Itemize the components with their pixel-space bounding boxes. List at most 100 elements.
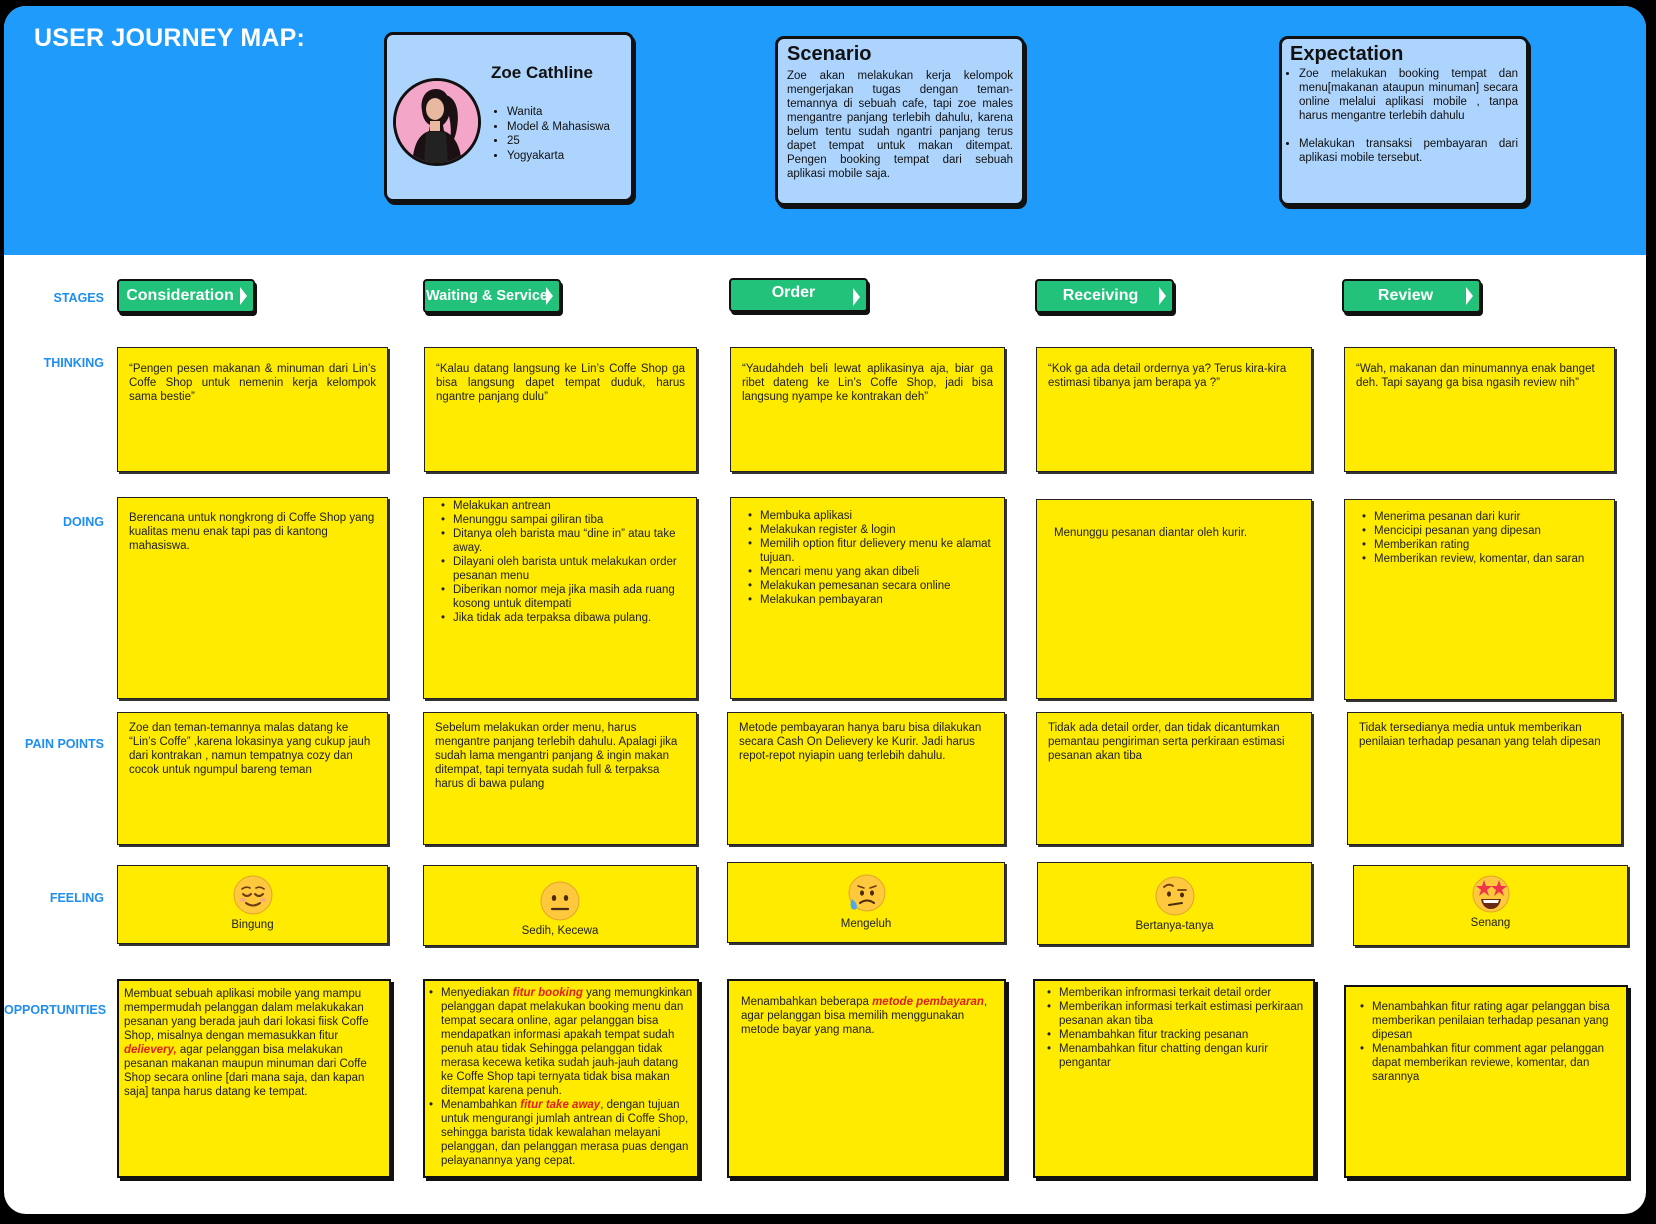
feeling-label: Bingung: [231, 919, 274, 931]
journey-map-canvas: USER JOURNEY MAP: Zoe Cathline Wanita Mo…: [4, 6, 1646, 1214]
feeling-label: Sedih, Kecewa: [521, 925, 599, 937]
row-label-pain-points: PAIN POINTS: [25, 737, 104, 751]
stage-receiving: Receiving: [1035, 279, 1174, 313]
opportunity-text: , agar pelanggan bisa memilih menggunaka…: [741, 996, 988, 1036]
chevron-right-icon: [546, 287, 553, 305]
list-item: Mencicipi pesanan yang dipesan: [1362, 524, 1603, 538]
pain-card-order: Metode pembayaran hanya baru bisa dilaku…: [727, 712, 1005, 845]
persona-details: Wanita Model & Mahasiswa 25 Yogyakarta: [493, 105, 610, 163]
thinking-card-review: “Wah, makanan dan minumannya enak banget…: [1344, 347, 1615, 472]
opportunity-card-order: Menambahkan beberapa metode pembayaran, …: [727, 979, 1006, 1178]
persona-card: Zoe Cathline Wanita Model & Mahasiswa 25…: [384, 32, 634, 202]
thinking-card-waiting: “Kalau datang langsung ke Lin’s Coffe Sh…: [424, 347, 697, 472]
stage-review: Review: [1342, 279, 1481, 313]
list-item: Memilih option fitur delievery menu ke a…: [748, 537, 993, 565]
doing-card-review: Menerima pesanan dari kurir Mencicipi pe…: [1344, 499, 1615, 700]
stage-order: Order: [729, 278, 868, 312]
expectation-heading: Expectation: [1290, 43, 1404, 65]
persona-detail-age: 25: [507, 134, 610, 149]
thinking-card-receiving: “Kok ga ada detail ordernya ya? Terus ki…: [1036, 347, 1312, 472]
chevron-right-icon: [853, 288, 860, 306]
sad-sweat-face-icon: [848, 874, 886, 912]
expectation-item: Melakukan transaksi pembayaran dari apli…: [1299, 137, 1518, 165]
opportunity-text: , dengan tujuan untuk mengurangi jumlah …: [441, 1099, 689, 1167]
list-item: Memberikan review, komentar, dan saran: [1362, 552, 1603, 566]
row-label-opportunities: OPPORTUNITIES: [4, 1003, 107, 1017]
list-item: Diberikan nomor meja jika masih ada ruan…: [441, 583, 685, 611]
expectation-card: Expectation Zoe melakukan booking tempat…: [1279, 36, 1529, 206]
doing-card-receiving: Menunggu pesanan diantar oleh kurir.: [1036, 499, 1312, 699]
list-item: Menambahkan fitur chatting dengan kurir …: [1047, 1042, 1307, 1070]
thinking-card-order: “Yaudahdeh beli lewat aplikasinya aja, b…: [730, 347, 1005, 472]
feeling-card-consideration: Bingung: [117, 865, 388, 944]
list-item: Melakukan register & login: [748, 523, 993, 537]
opportunity-text: Menyediakan: [441, 987, 513, 999]
opportunity-highlight: metode pembayaran: [872, 996, 984, 1008]
thinking-card-consideration: “Pengen pesen makanan & minuman dari Lin…: [117, 347, 388, 472]
list-item: Melakukan pembayaran: [748, 593, 993, 607]
pain-card-review: Tidak tersedianya media untuk memberikan…: [1347, 712, 1622, 845]
list-item: Menerima pesanan dari kurir: [1362, 510, 1603, 524]
doing-card-waiting: Melakukan antrean Menunggu sampai gilira…: [423, 497, 697, 699]
stage-label: Waiting & Service: [426, 288, 548, 304]
chevron-right-icon: [240, 287, 247, 305]
opportunity-card-waiting: Menyediakan fitur booking yang memungkin…: [423, 979, 699, 1178]
list-item: Memberikan rating: [1362, 538, 1603, 552]
stage-label: Consideration: [126, 287, 234, 304]
chevron-right-icon: [1159, 287, 1166, 305]
doing-card-consideration: Berencana untuk nongkrong di Coffe Shop …: [117, 497, 388, 699]
neutral-face-icon: [540, 881, 580, 921]
opportunity-highlight: delievery,: [124, 1044, 177, 1056]
star-struck-face-icon: [1472, 875, 1509, 913]
list-item: Menambahkan fitur rating agar pelanggan …: [1360, 1000, 1618, 1042]
scenario-text: Zoe akan melakukan kerja kelompok menger…: [787, 70, 1013, 180]
feeling-label: Mengeluh: [840, 918, 892, 930]
persona-avatar: [393, 78, 481, 166]
feeling-card-order: Mengeluh: [727, 862, 1005, 943]
stage-consideration: Consideration: [117, 279, 255, 313]
pain-card-waiting: Sebelum melakukan order menu, harus meng…: [423, 712, 697, 845]
opportunity-list-review: Menambahkan fitur rating agar pelanggan …: [1354, 1000, 1618, 1084]
opportunity-list-waiting: Menyediakan fitur booking yang memungkin…: [429, 986, 693, 1168]
opportunity-highlight: fitur take away: [520, 1099, 601, 1111]
stage-label: Receiving: [1062, 287, 1139, 304]
scenario-heading: Scenario: [787, 43, 872, 65]
stage-label: Order: [771, 283, 816, 301]
opportunity-text: Menambahkan: [441, 1099, 521, 1111]
raised-eyebrow-face-icon: [1155, 876, 1194, 916]
list-item: Menambahkan fitur comment agar pelanggan…: [1360, 1042, 1618, 1084]
list-item: Mencari menu yang akan dibeli: [748, 565, 993, 579]
doing-list-order: Membuka aplikasi Melakukan register & lo…: [742, 509, 993, 607]
pain-card-receiving: Tidak ada detail order, dan tidak dicant…: [1036, 712, 1312, 845]
list-item: Menambahkan fitur tracking pesanan: [1047, 1028, 1307, 1042]
opportunity-text: agar pelanggan bisa melakukan pesanan ma…: [124, 1044, 367, 1098]
stage-waiting-service: Waiting & Service: [423, 279, 561, 313]
list-item: Melakukan pemesanan secara online: [748, 579, 993, 593]
feeling-label: Bertanya-tanya: [1135, 920, 1214, 932]
feeling-label: Senang: [1470, 917, 1511, 929]
list-item: Menyediakan fitur booking yang memungkin…: [429, 986, 693, 1098]
persona-photo-icon: [396, 81, 478, 163]
expectation-item: Zoe melakukan booking tempat dan menu[ma…: [1299, 67, 1518, 123]
list-item: Membuka aplikasi: [748, 509, 993, 523]
list-item: Dilayani oleh barista untuk melakukan or…: [441, 555, 685, 583]
opportunity-text: Membuat sebuah aplikasi mobile yang mamp…: [124, 988, 369, 1042]
row-label-thinking: THINKING: [43, 356, 104, 370]
persona-detail-gender: Wanita: [507, 105, 610, 120]
opportunity-card-receiving: Memberikan infrormasi terkait detail ord…: [1033, 979, 1315, 1178]
relieved-face-icon: [233, 875, 272, 915]
scenario-card: Scenario Zoe akan melakukan kerja kelomp…: [775, 36, 1025, 206]
persona-detail-city: Yogyakarta: [507, 149, 610, 164]
list-item: Jika tidak ada terpaksa dibawa pulang.: [441, 611, 685, 625]
doing-list-waiting: Melakukan antrean Menunggu sampai gilira…: [435, 499, 685, 625]
opportunity-card-review: Menambahkan fitur rating agar pelanggan …: [1344, 985, 1628, 1178]
list-item: Melakukan antrean: [441, 499, 685, 513]
list-item: Menambahkan fitur take away, dengan tuju…: [429, 1098, 693, 1168]
list-item: Memberikan infrormasi terkait detail ord…: [1047, 986, 1307, 1000]
row-label-doing: DOING: [63, 515, 104, 529]
list-item: Memberikan informasi terkait estimasi pe…: [1047, 1000, 1307, 1028]
page-title: USER JOURNEY MAP:: [34, 24, 306, 52]
opportunity-highlight: fitur booking: [512, 987, 583, 999]
row-label-stages: STAGES: [53, 291, 104, 305]
pain-card-consideration: Zoe dan teman-temannya malas datang ke “…: [117, 712, 388, 845]
